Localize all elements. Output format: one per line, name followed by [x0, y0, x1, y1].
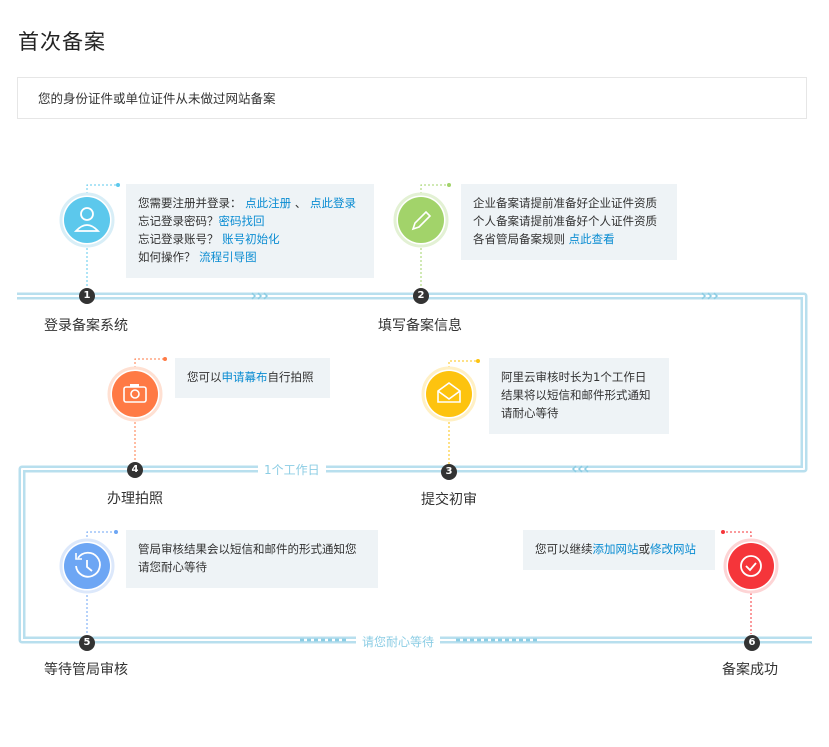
step2-pencil-icon — [393, 192, 449, 248]
tip2-line1: 企业备案请提前准备好企业证件资质 — [473, 196, 657, 210]
tip4-prefix: 您可以 — [187, 370, 222, 384]
register-link[interactable]: 点此注册 — [245, 196, 292, 210]
add-website-link[interactable]: 添加网站 — [592, 542, 639, 556]
rules-view-link[interactable]: 点此查看 — [568, 232, 615, 246]
tip-step4: 您可以申请幕布自行拍照 — [175, 358, 330, 398]
step-number-4: 4 — [127, 462, 143, 478]
connector-label-row2: 1个工作日 — [258, 461, 326, 478]
step4-camera-icon — [107, 366, 163, 422]
tip2-line3-text: 各省管局备案规则 — [473, 232, 565, 246]
step-number-2: 2 — [413, 288, 429, 304]
tip-step3: 阿里云审核时长为1个工作日 结果将以短信和邮件形式通知 请耐心等待 — [489, 358, 669, 434]
chevrons-row1-b — [701, 292, 719, 300]
chevrons-row1-a — [251, 292, 269, 300]
tip6-mid: 或 — [638, 542, 651, 556]
step-label-4: 办理拍照 — [107, 491, 163, 507]
tip6-prefix: 您可以继续 — [535, 542, 593, 556]
page-title: 首次备案 — [18, 30, 106, 54]
tip3-line3: 请耐心等待 — [501, 406, 559, 420]
modify-website-link[interactable]: 修改网站 — [650, 542, 696, 556]
connector-3 — [448, 360, 478, 464]
step-number-6: 6 — [744, 635, 760, 651]
tip2-line2: 个人备案请提前准备好个人证件资质 — [473, 214, 657, 228]
tip-step6: 您可以继续添加网站或修改网站 — [523, 530, 715, 570]
account-init-link[interactable]: 账号初始化 — [222, 232, 280, 246]
chevrons-row2 — [571, 465, 589, 473]
tip1-line2-text: 忘记登录密码？ — [138, 214, 219, 228]
step-label-5: 等待管局审核 — [44, 662, 128, 678]
step-number-5: 5 — [79, 635, 95, 651]
flow-guide-link[interactable]: 流程引导图 — [199, 250, 257, 264]
step5-clock-icon — [59, 538, 115, 594]
tip-step2: 企业备案请提前准备好企业证件资质 个人备案请提前准备好个人证件资质 各省管局备案… — [461, 184, 677, 260]
tip1-line1-text: 您需要注册并登录： — [138, 196, 242, 210]
tip1-line4-text: 如何操作？ — [138, 250, 196, 264]
tip3-line2: 结果将以短信和邮件形式通知 — [501, 388, 651, 402]
tip1-line3-text: 忘记登录账号？ — [138, 232, 219, 246]
step3-envelope-icon — [421, 366, 477, 422]
step-label-1: 登录备案系统 — [44, 318, 128, 334]
notice-text: 您的身份证件或单位证件从未做过网站备案 — [38, 91, 276, 106]
step-label-3: 提交初审 — [421, 492, 477, 508]
tip4-suffix: 自行拍照 — [267, 370, 314, 384]
tip1-separator: 、 — [294, 196, 307, 210]
login-link[interactable]: 点此登录 — [309, 196, 356, 210]
password-recovery-link[interactable]: 密码找回 — [218, 214, 265, 228]
connector-label-row3: 请您耐心等待 — [356, 633, 441, 650]
step1-user-icon — [59, 192, 115, 248]
step-number-1: 1 — [79, 288, 95, 304]
tip-step5: 管局审核结果会以短信和邮件的形式通知您 请您耐心等待 — [126, 530, 378, 588]
tip-step1: 您需要注册并登录： 点此注册 、 点此登录 忘记登录密码？密码找回 忘记登录账号… — [126, 184, 374, 278]
step-label-2: 填写备案信息 — [378, 318, 462, 334]
apply-curtain-link[interactable]: 申请幕布 — [221, 370, 268, 384]
step-number-3: 3 — [441, 464, 457, 480]
notice-box: 您的身份证件或单位证件从未做过网站备案 — [17, 77, 807, 119]
step6-check-icon — [723, 538, 779, 594]
tip5-line1: 管局审核结果会以短信和邮件的形式通知您 — [138, 542, 357, 556]
tip5-line2: 请您耐心等待 — [138, 560, 207, 574]
step-label-6: 备案成功 — [722, 662, 778, 678]
tip3-line1: 阿里云审核时长为1个工作日 — [501, 370, 647, 384]
